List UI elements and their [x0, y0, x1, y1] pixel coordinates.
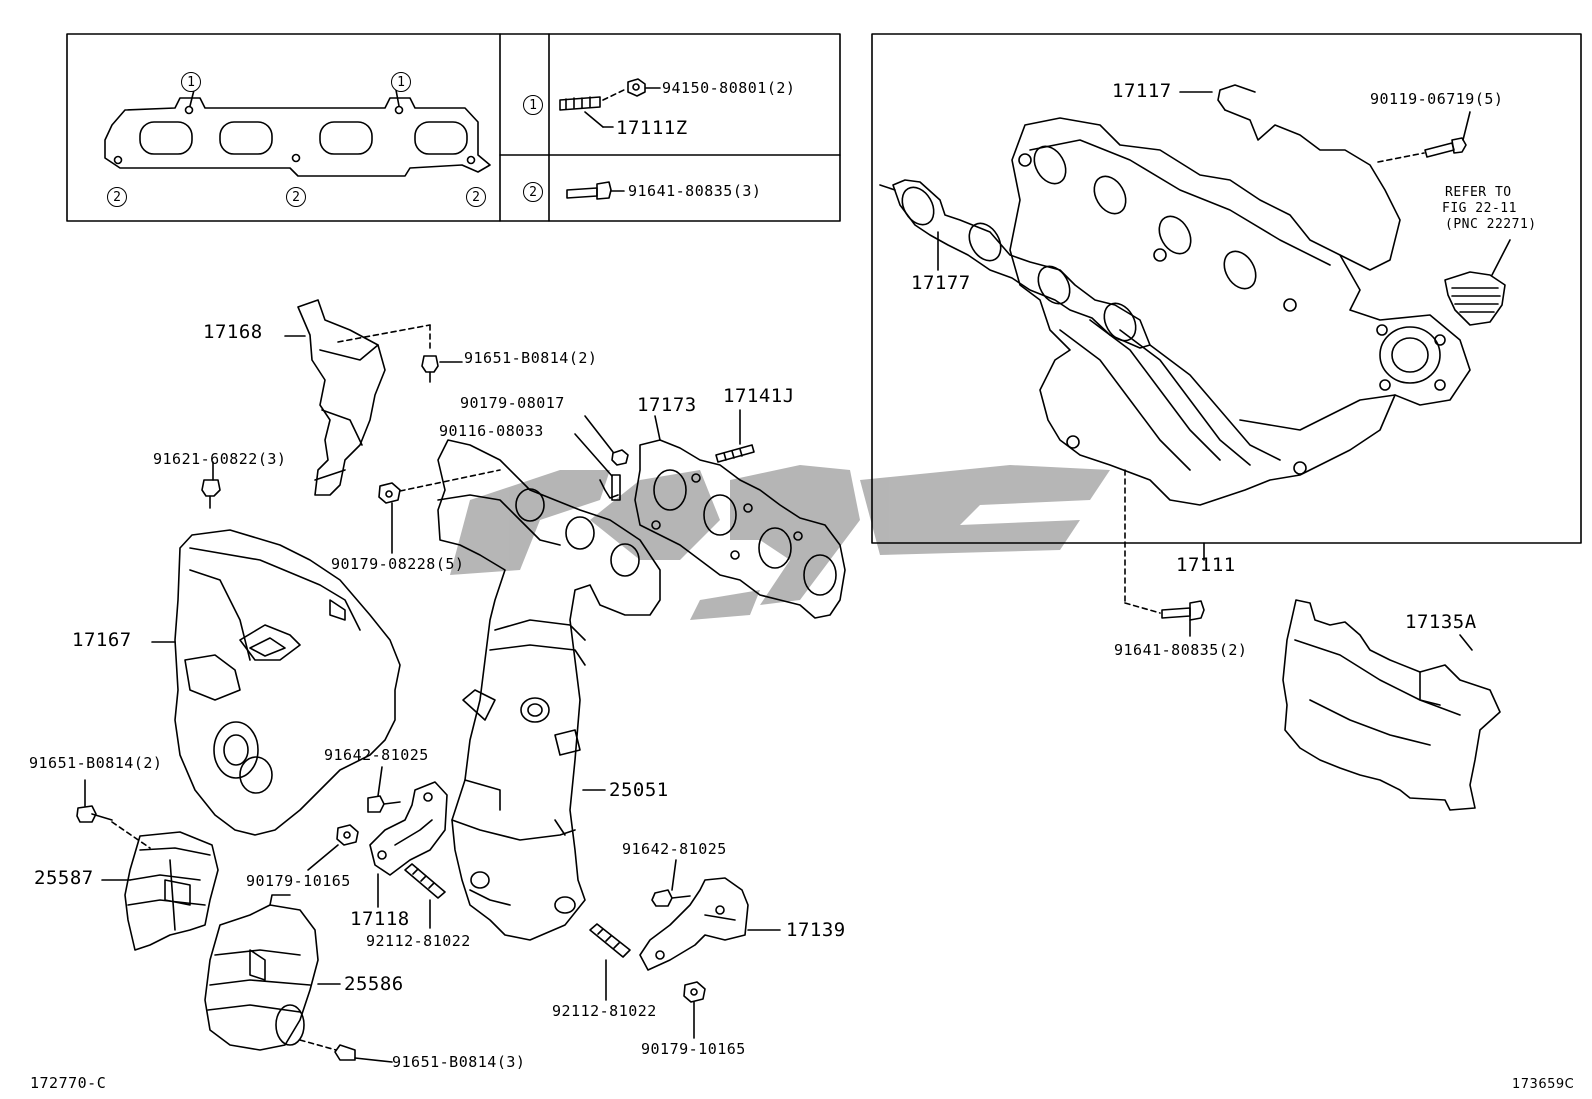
label-17167: 17167 — [72, 629, 132, 651]
label-90119-06719: 90119-06719(5) — [1370, 90, 1504, 108]
bolt-91641-lower — [1124, 469, 1205, 637]
stud-17141J — [715, 409, 755, 463]
throttle-gasket-ref — [1444, 239, 1511, 326]
bracket-17139 — [639, 877, 781, 971]
label-90179-10165-a: 90179-10165 — [246, 872, 351, 890]
bolt-90119 — [1377, 111, 1471, 163]
bolt-91642-a — [367, 766, 401, 813]
refer-note-line2: FIG 22-11 — [1442, 201, 1517, 216]
label-25587: 25587 — [34, 867, 94, 889]
heat-insulator-25586 — [204, 894, 341, 1051]
label-91651-B0814-3: 91651-B0814(3) — [392, 1053, 526, 1071]
label-90179-08228: 90179-08228(5) — [331, 555, 465, 573]
label-17111: 17111 — [1176, 554, 1236, 576]
bracket-17118 — [369, 781, 448, 908]
stud-90116 — [574, 433, 621, 501]
intake-manifold — [1009, 84, 1471, 506]
heat-insulator-17167 — [151, 529, 401, 836]
bolt-91642-b — [651, 859, 691, 907]
legend-marker-1: 1 — [391, 72, 411, 92]
label-17173: 17173 — [637, 394, 697, 416]
label-91651-B0814-2-top: 91651-B0814(2) — [464, 349, 598, 367]
label-17111Z: 17111Z — [616, 117, 688, 139]
bolt-91621 — [201, 461, 221, 509]
legend-gasket-outline — [104, 89, 491, 177]
label-17135A: 17135A — [1405, 611, 1477, 633]
label-17168: 17168 — [203, 321, 263, 343]
label-25586: 25586 — [344, 973, 404, 995]
bolt-91651-left — [76, 779, 151, 849]
legend-row-marker-1: 1 — [523, 95, 543, 115]
legend-marker-2: 2 — [466, 187, 486, 207]
legend-bolt — [566, 181, 625, 200]
gasket-legend-box — [66, 33, 841, 222]
refer-note-line1: REFER TO — [1445, 185, 1512, 200]
label-92112-81022-b: 92112-81022 — [552, 1002, 657, 1020]
label-91651-B0814-2-left: 91651-B0814(2) — [29, 754, 163, 772]
bolt-91651-top — [421, 355, 463, 383]
exhaust-manifold-converter — [437, 439, 661, 941]
watermark-logo — [450, 465, 1110, 620]
refer-note-line3: (PNC 22271) — [1445, 217, 1537, 232]
intake-manifold-box — [871, 33, 1582, 544]
label-17117: 17117 — [1112, 80, 1172, 102]
label-90179-10165-b: 90179-10165 — [641, 1040, 746, 1058]
heat-insulator-25587 — [101, 831, 219, 951]
label-17139: 17139 — [786, 919, 846, 941]
label-92112-81022-a: 92112-81022 — [366, 932, 471, 950]
legend-marker-2: 2 — [286, 187, 306, 207]
label-91642-81025-b: 91642-81025 — [622, 840, 727, 858]
label-90179-08017: 90179-08017 — [460, 394, 565, 412]
nut-90179-10165-b — [683, 981, 706, 1039]
label-17177: 17177 — [911, 272, 971, 294]
legend-row-marker-2: 2 — [523, 182, 543, 202]
exhaust-gasket-17173 — [634, 415, 846, 619]
nut-90179-08228 — [378, 469, 501, 554]
legend-marker-2: 2 — [107, 187, 127, 207]
label-91641-80835-3: 91641-80835(3) — [628, 182, 762, 200]
label-91621-60822: 91621-60822(3) — [153, 450, 287, 468]
nut-90179-08017 — [584, 415, 629, 466]
legend-marker-1: 1 — [181, 72, 201, 92]
label-90116-08033: 90116-08033 — [439, 422, 544, 440]
label-94150-80801: 94150-80801(2) — [662, 79, 796, 97]
heat-insulator-17135A — [1282, 599, 1501, 811]
nut-90179-10165-a — [307, 824, 359, 871]
label-91642-81025-a: 91642-81025 — [324, 746, 429, 764]
figure-code-right: 173659C — [1512, 1077, 1575, 1092]
bolt-91651-bottom — [299, 1039, 393, 1063]
label-91641-80835-2: 91641-80835(2) — [1114, 641, 1248, 659]
label-25051: 25051 — [609, 779, 669, 801]
figure-code-left: 172770-C — [30, 1074, 107, 1092]
label-17118: 17118 — [350, 908, 410, 930]
heat-shield-17168 — [284, 299, 431, 496]
stud-92112-a — [404, 863, 446, 929]
stud-92112-b — [589, 923, 631, 1001]
label-17141J: 17141J — [723, 385, 795, 407]
legend-stud-and-nut — [559, 78, 661, 128]
leader-lines — [937, 91, 1473, 651]
